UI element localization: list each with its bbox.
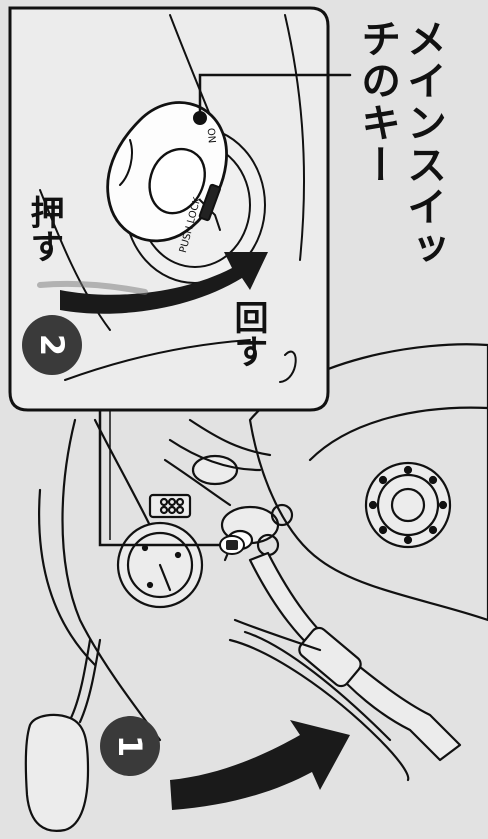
svg-text:1: 1 [111,735,149,757]
handlebar [228,551,462,782]
indicator-panel [148,493,192,519]
fuel-cap [364,461,452,549]
ignition-key [106,101,228,243]
turn-label: 回す [228,300,268,368]
turn-handlebar-arrow [170,720,350,810]
inset-detail [37,14,352,383]
ignition-key-small [219,535,245,555]
handlebar-clamp [191,454,294,562]
step-badge-2: 2 [22,315,82,375]
main-switch-key-label: メインスイッチのキー [354,18,446,270]
fuel-tank [248,343,488,622]
push-label: 押す [24,195,64,263]
turn-key-arrow [60,252,268,314]
speedometer [116,521,204,609]
mirror [24,638,102,832]
motorcycle-scene [24,343,488,832]
step-badge-1: 1 [100,716,160,776]
on-marking-text: ON [205,127,217,143]
svg-text:2: 2 [33,334,71,356]
